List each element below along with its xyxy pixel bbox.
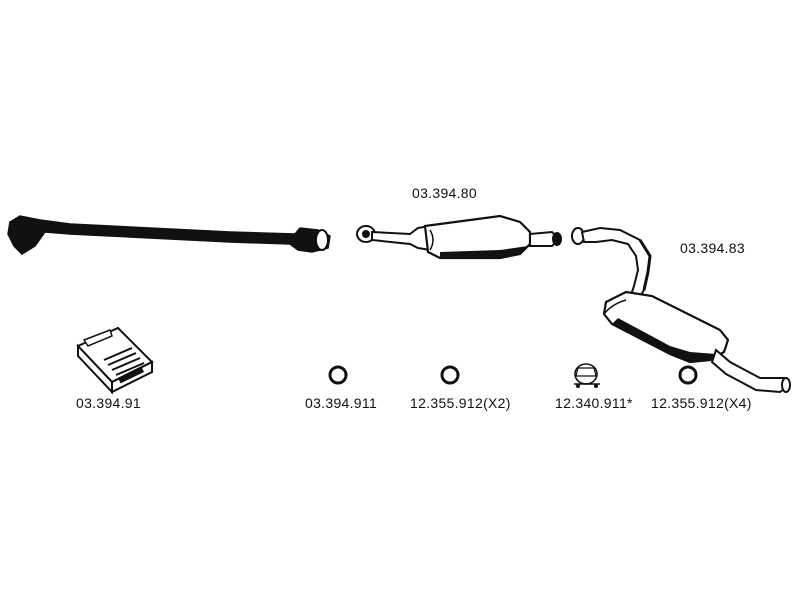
front-pipe-icon[interactable] [7,215,331,255]
part-number-ring-912-x2: 12.355.912(X2) [410,395,511,411]
rear-silencer-icon[interactable] [571,226,791,394]
ring-912b-icon[interactable] [678,365,698,385]
part-number-center-silencer: 03.394.80 [412,185,477,201]
mounting-kit-icon[interactable] [76,326,154,395]
ring-912a-icon[interactable] [440,365,460,385]
part-number-ring-912-x4: 12.355.912(X4) [651,395,752,411]
clamp-icon[interactable] [574,363,600,388]
part-number-ring-911: 03.394.911 [305,395,378,411]
center-silencer-icon[interactable] [356,214,562,260]
part-number-clamp: 12.340.911* [555,395,633,411]
ring-911-icon[interactable] [328,365,348,385]
part-number-front-pipe: 03.394.91 [76,395,141,411]
part-number-rear-silencer: 03.394.83 [680,240,745,256]
